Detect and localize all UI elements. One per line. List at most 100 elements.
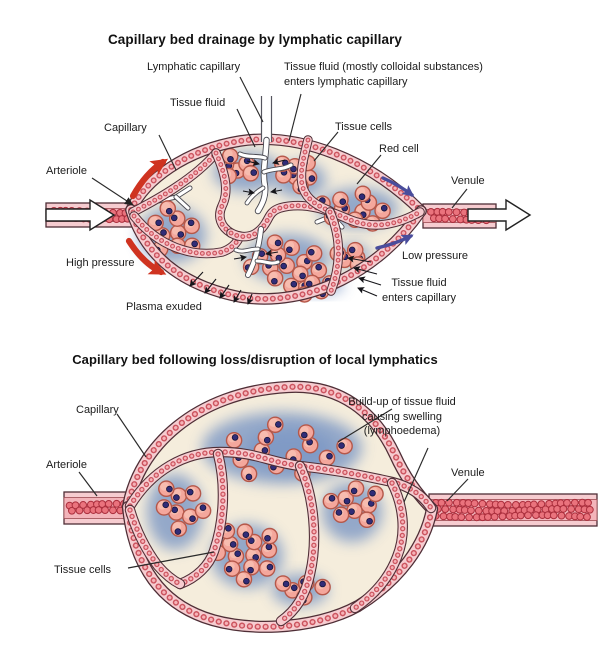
cell-nucleus xyxy=(264,534,271,542)
cell-nucleus xyxy=(290,584,298,592)
cell-nucleus xyxy=(339,198,347,206)
red-blood-cell xyxy=(444,208,453,216)
fluid-entry-arrow xyxy=(358,276,382,286)
plasma-arrow xyxy=(246,293,254,305)
cell-nucleus xyxy=(305,280,313,288)
cell-nucleus xyxy=(280,262,287,270)
plasma-arrow xyxy=(204,278,217,294)
cell-nucleus xyxy=(282,580,290,588)
cell-nucleus xyxy=(247,537,255,544)
red-blood-cell xyxy=(532,511,540,520)
red-blood-cell xyxy=(445,498,453,507)
bottom-capillary-bed xyxy=(63,380,598,633)
cell-nucleus xyxy=(380,204,388,212)
cell-nucleus xyxy=(250,169,258,176)
cell-nucleus xyxy=(162,501,170,509)
red-blood-cell xyxy=(478,499,487,508)
cell-nucleus xyxy=(227,155,234,163)
cell-nucleus xyxy=(263,436,271,444)
cell-nucleus xyxy=(166,485,173,493)
cell-nucleus xyxy=(174,528,182,535)
fluid-arrow xyxy=(242,188,255,196)
leader-line xyxy=(78,471,98,497)
leader-line xyxy=(158,134,177,171)
leader-line xyxy=(403,447,429,503)
label-high-pressure: High pressure xyxy=(66,257,135,269)
red-blood-cell xyxy=(452,498,461,507)
fluid-arrow xyxy=(272,158,286,165)
red-blood-cell xyxy=(490,512,499,521)
fluid-entry-arrow xyxy=(357,287,378,297)
red-blood-cell xyxy=(467,506,475,515)
cell-nucleus xyxy=(319,580,326,588)
cell-nucleus xyxy=(348,508,355,515)
red-blood-cell xyxy=(585,505,594,514)
cell-nucleus xyxy=(187,219,195,227)
cell-nucleus xyxy=(160,229,167,236)
cell-nucleus xyxy=(350,487,358,495)
cell-nucleus xyxy=(274,239,282,247)
cell-nucleus xyxy=(299,272,306,280)
capillary-wall-cells xyxy=(279,464,316,623)
leader-line xyxy=(451,188,468,209)
cell-nucleus xyxy=(335,509,343,516)
lymphatic-channel xyxy=(174,186,192,199)
cell-nucleus xyxy=(173,494,180,501)
cell-nucleus xyxy=(366,517,373,525)
label-buildup-lymphoedema: Build-up of tissue fluid causing swellin… xyxy=(348,396,456,438)
leader-line xyxy=(236,108,256,148)
cell-nucleus xyxy=(358,193,366,201)
leader-line xyxy=(288,93,302,142)
cell-nucleus xyxy=(290,165,297,173)
red-blood-cell xyxy=(549,511,558,520)
cell-nucleus xyxy=(275,421,282,428)
flow-in-arrow xyxy=(45,198,116,232)
cell-nucleus xyxy=(199,504,207,511)
red-blood-cell xyxy=(504,500,512,509)
label-venule-bottom: Venule xyxy=(451,467,485,479)
label-tissue-cells-bottom: Tissue cells xyxy=(54,564,112,576)
capillary-wall-cells xyxy=(300,138,332,213)
red-blood-cell xyxy=(524,511,532,520)
lymphatic-channel xyxy=(245,226,264,278)
cell-nucleus xyxy=(155,219,162,227)
red-blood-cell xyxy=(470,499,479,508)
label-capillary-bottom: Capillary xyxy=(76,404,119,416)
red-blood-cell xyxy=(557,511,566,520)
red-blood-cell xyxy=(75,506,84,515)
red-blood-cell xyxy=(441,214,450,223)
capillary-wall-cells xyxy=(129,208,423,301)
leader-line xyxy=(337,408,393,443)
cell-nucleus xyxy=(231,434,239,441)
capillary-wall-cells xyxy=(131,151,218,214)
red-blood-cell xyxy=(449,505,458,514)
leader-line xyxy=(446,478,469,502)
label-tissue-fluid-colloidal: Tissue fluid (mostly colloidal substance… xyxy=(284,61,483,88)
red-blood-cell xyxy=(497,500,505,509)
red-blood-cell xyxy=(427,207,435,216)
red-blood-cell xyxy=(448,215,457,223)
fluid-arrow xyxy=(246,159,260,166)
red-blood-cell xyxy=(109,506,117,515)
red-blood-cell xyxy=(584,498,592,507)
red-blood-cell xyxy=(516,511,525,520)
red-blood-cell xyxy=(563,499,571,507)
lymphatic-channel xyxy=(255,137,269,214)
fluid-arrow xyxy=(233,254,247,262)
red-blood-cell xyxy=(457,513,466,522)
cell-nucleus xyxy=(265,543,273,551)
cell-nucleus xyxy=(328,495,336,502)
cell-nucleus xyxy=(343,497,351,505)
fluid-arrow xyxy=(270,187,283,195)
capillary-wall-cells xyxy=(132,214,242,255)
top-diagram-title: Capillary bed drainage by lymphatic capi… xyxy=(107,32,403,47)
cell-nucleus xyxy=(326,452,333,460)
red-blood-cell xyxy=(439,512,448,521)
cell-nucleus xyxy=(261,447,269,454)
fluid-entry-arrow xyxy=(353,266,378,275)
cell-nucleus xyxy=(170,214,178,222)
capillary-wall-cells xyxy=(124,383,436,513)
label-arteriole-bottom: Arteriole xyxy=(46,459,87,471)
